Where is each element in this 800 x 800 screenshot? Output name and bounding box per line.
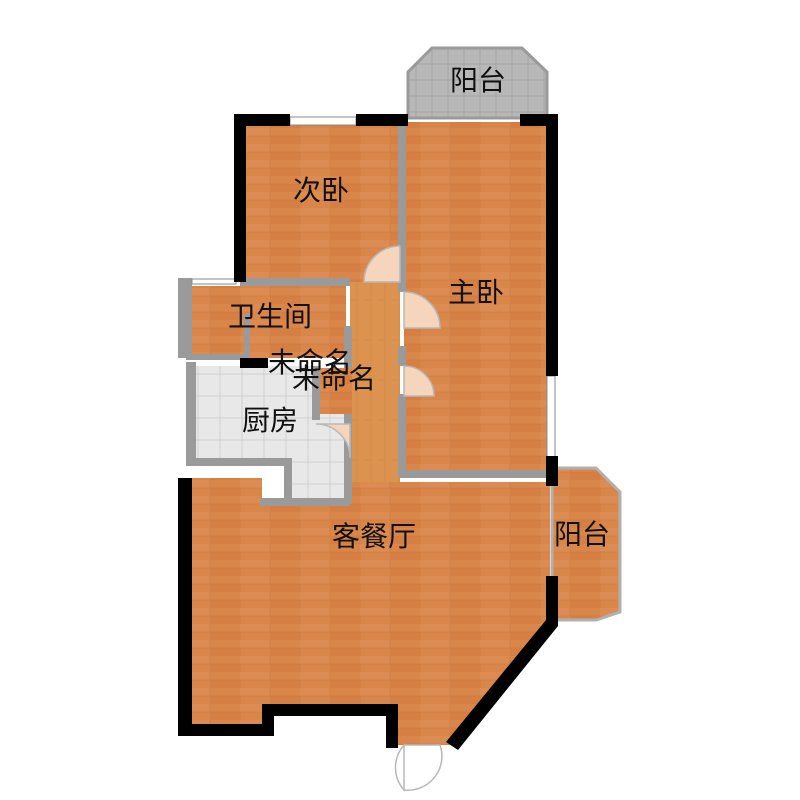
room-label-master-bedroom: 主卧 <box>448 276 504 309</box>
bathroom-floor <box>186 286 346 358</box>
partition-walls <box>178 122 550 506</box>
master-bedroom-floor <box>404 122 550 472</box>
exterior-walls <box>178 114 558 750</box>
unnamed-room-floor <box>316 368 352 414</box>
room-label-unnamed-2: 未命名 <box>292 362 376 395</box>
room-label-living-dining: 客餐厅 <box>332 520 416 553</box>
room-label-kitchen: 厨房 <box>242 404 298 437</box>
room-label-balcony-top: 阳台 <box>450 64 506 97</box>
room-label-bathroom: 卫生间 <box>228 300 312 333</box>
room-label-unnamed-1: 未命名 <box>268 346 352 379</box>
room-label-second-bedroom: 次卧 <box>293 174 349 207</box>
second-bedroom-floor <box>244 122 400 282</box>
kitchen-floor <box>192 366 346 500</box>
living-dining-floor <box>186 478 550 745</box>
room-label-balcony-right: 阳台 <box>554 518 610 551</box>
doors <box>315 245 443 792</box>
corridor-floor <box>350 282 400 482</box>
